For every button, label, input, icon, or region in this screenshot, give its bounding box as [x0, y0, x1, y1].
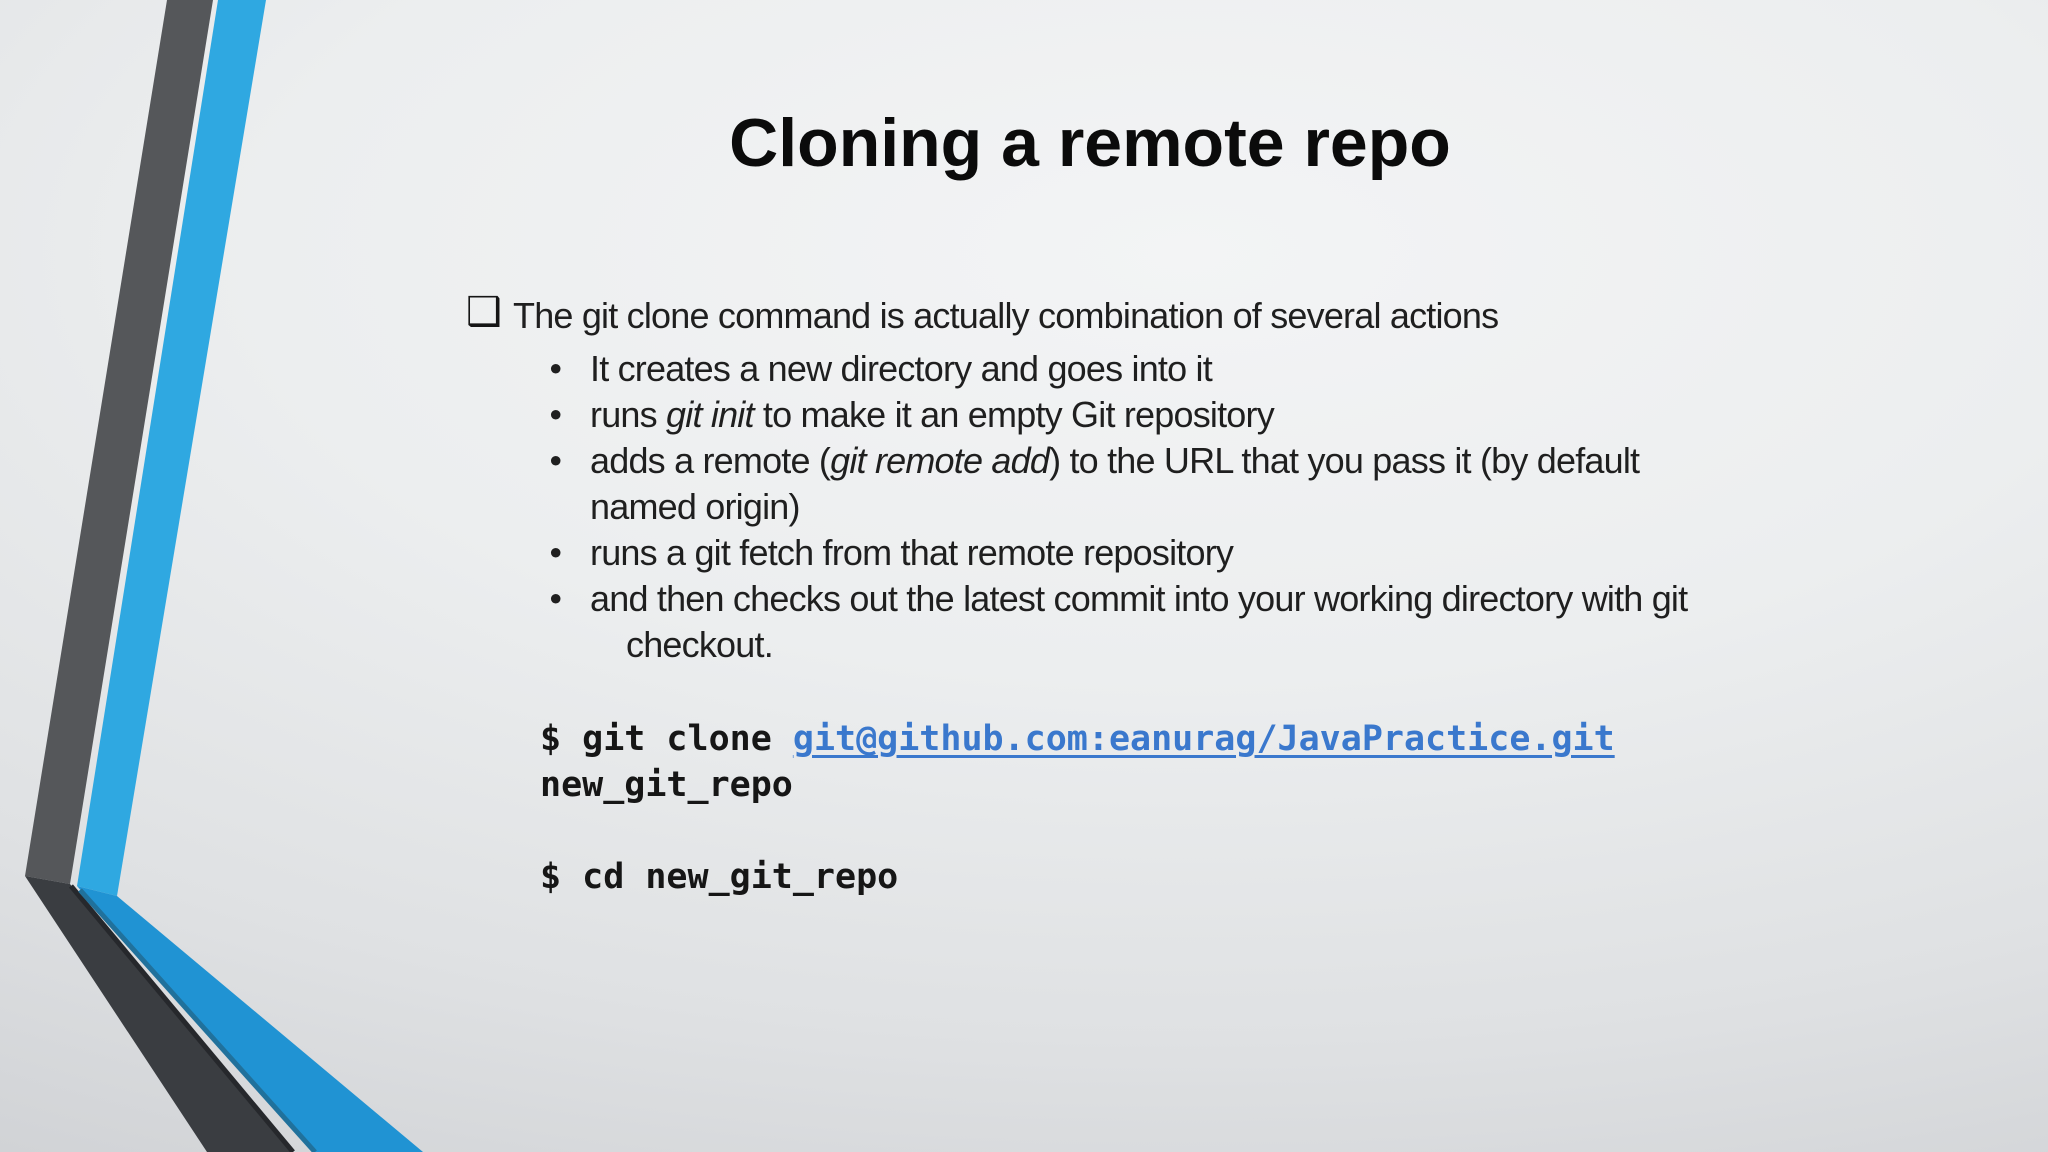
list-item-line: and then checks out the latest commit in…	[590, 578, 1688, 619]
gray-ribbon-edge	[69, 884, 295, 1152]
dot-bullet-icon: •	[546, 580, 566, 619]
repo-url-link[interactable]: git@github.com:eanurag/JavaPractice.git	[792, 719, 1615, 759]
main-bullet-text: The git clone command is actually combin…	[513, 295, 1499, 336]
code-block: $ git clone git@github.com:eanurag/JavaP…	[540, 716, 1615, 900]
list-item-line: named origin)	[590, 486, 801, 527]
slide-title: Cloning a remote repo	[729, 105, 1451, 181]
code-line-cd: $ cd new_git_repo	[540, 857, 899, 897]
code-line-clone-wrap: new_git_repo	[540, 765, 793, 805]
list-item-line: adds a remote (git remote add) to the UR…	[590, 440, 1640, 481]
square-bullet-icon: ❑	[466, 289, 502, 335]
sub-bullet-list: • It creates a new directory and goes int…	[546, 346, 1688, 668]
list-item-line: runs a git fetch from that remote reposi…	[590, 532, 1234, 573]
blue-ribbon-edge	[78, 888, 317, 1152]
dot-bullet-icon: •	[546, 396, 566, 435]
list-item: • runs a git fetch from that remote repos…	[546, 530, 1687, 576]
code-prompt: $ git clone	[540, 719, 793, 759]
list-item-line: It creates a new directory and goes into…	[590, 348, 1213, 389]
dot-bullet-icon: •	[546, 534, 566, 573]
dot-bullet-icon: •	[546, 350, 566, 389]
list-item-line: runs git init to make it an empty Git re…	[590, 394, 1275, 435]
list-item-line: checkout.	[626, 624, 774, 665]
gray-ribbon-lower	[25, 876, 293, 1152]
list-item: • It creates a new directory and goes int…	[546, 346, 1687, 392]
list-item: • runs git init to make it an empty Git r…	[546, 392, 1687, 438]
list-item: • and then checks out the latest commit i…	[546, 576, 1688, 668]
main-bullet: ❑ The git clone command is actually combi…	[466, 289, 1499, 339]
blue-ribbon-upper	[77, 0, 266, 896]
code-blank-line	[540, 808, 1615, 854]
gray-ribbon-upper	[25, 0, 213, 884]
dot-bullet-icon: •	[546, 442, 566, 481]
code-line-clone: $ git clone git@github.com:eanurag/JavaP…	[540, 716, 1615, 762]
list-item: • adds a remote (git remote add) to the U…	[546, 438, 1687, 530]
blue-ribbon-lower	[77, 886, 423, 1152]
